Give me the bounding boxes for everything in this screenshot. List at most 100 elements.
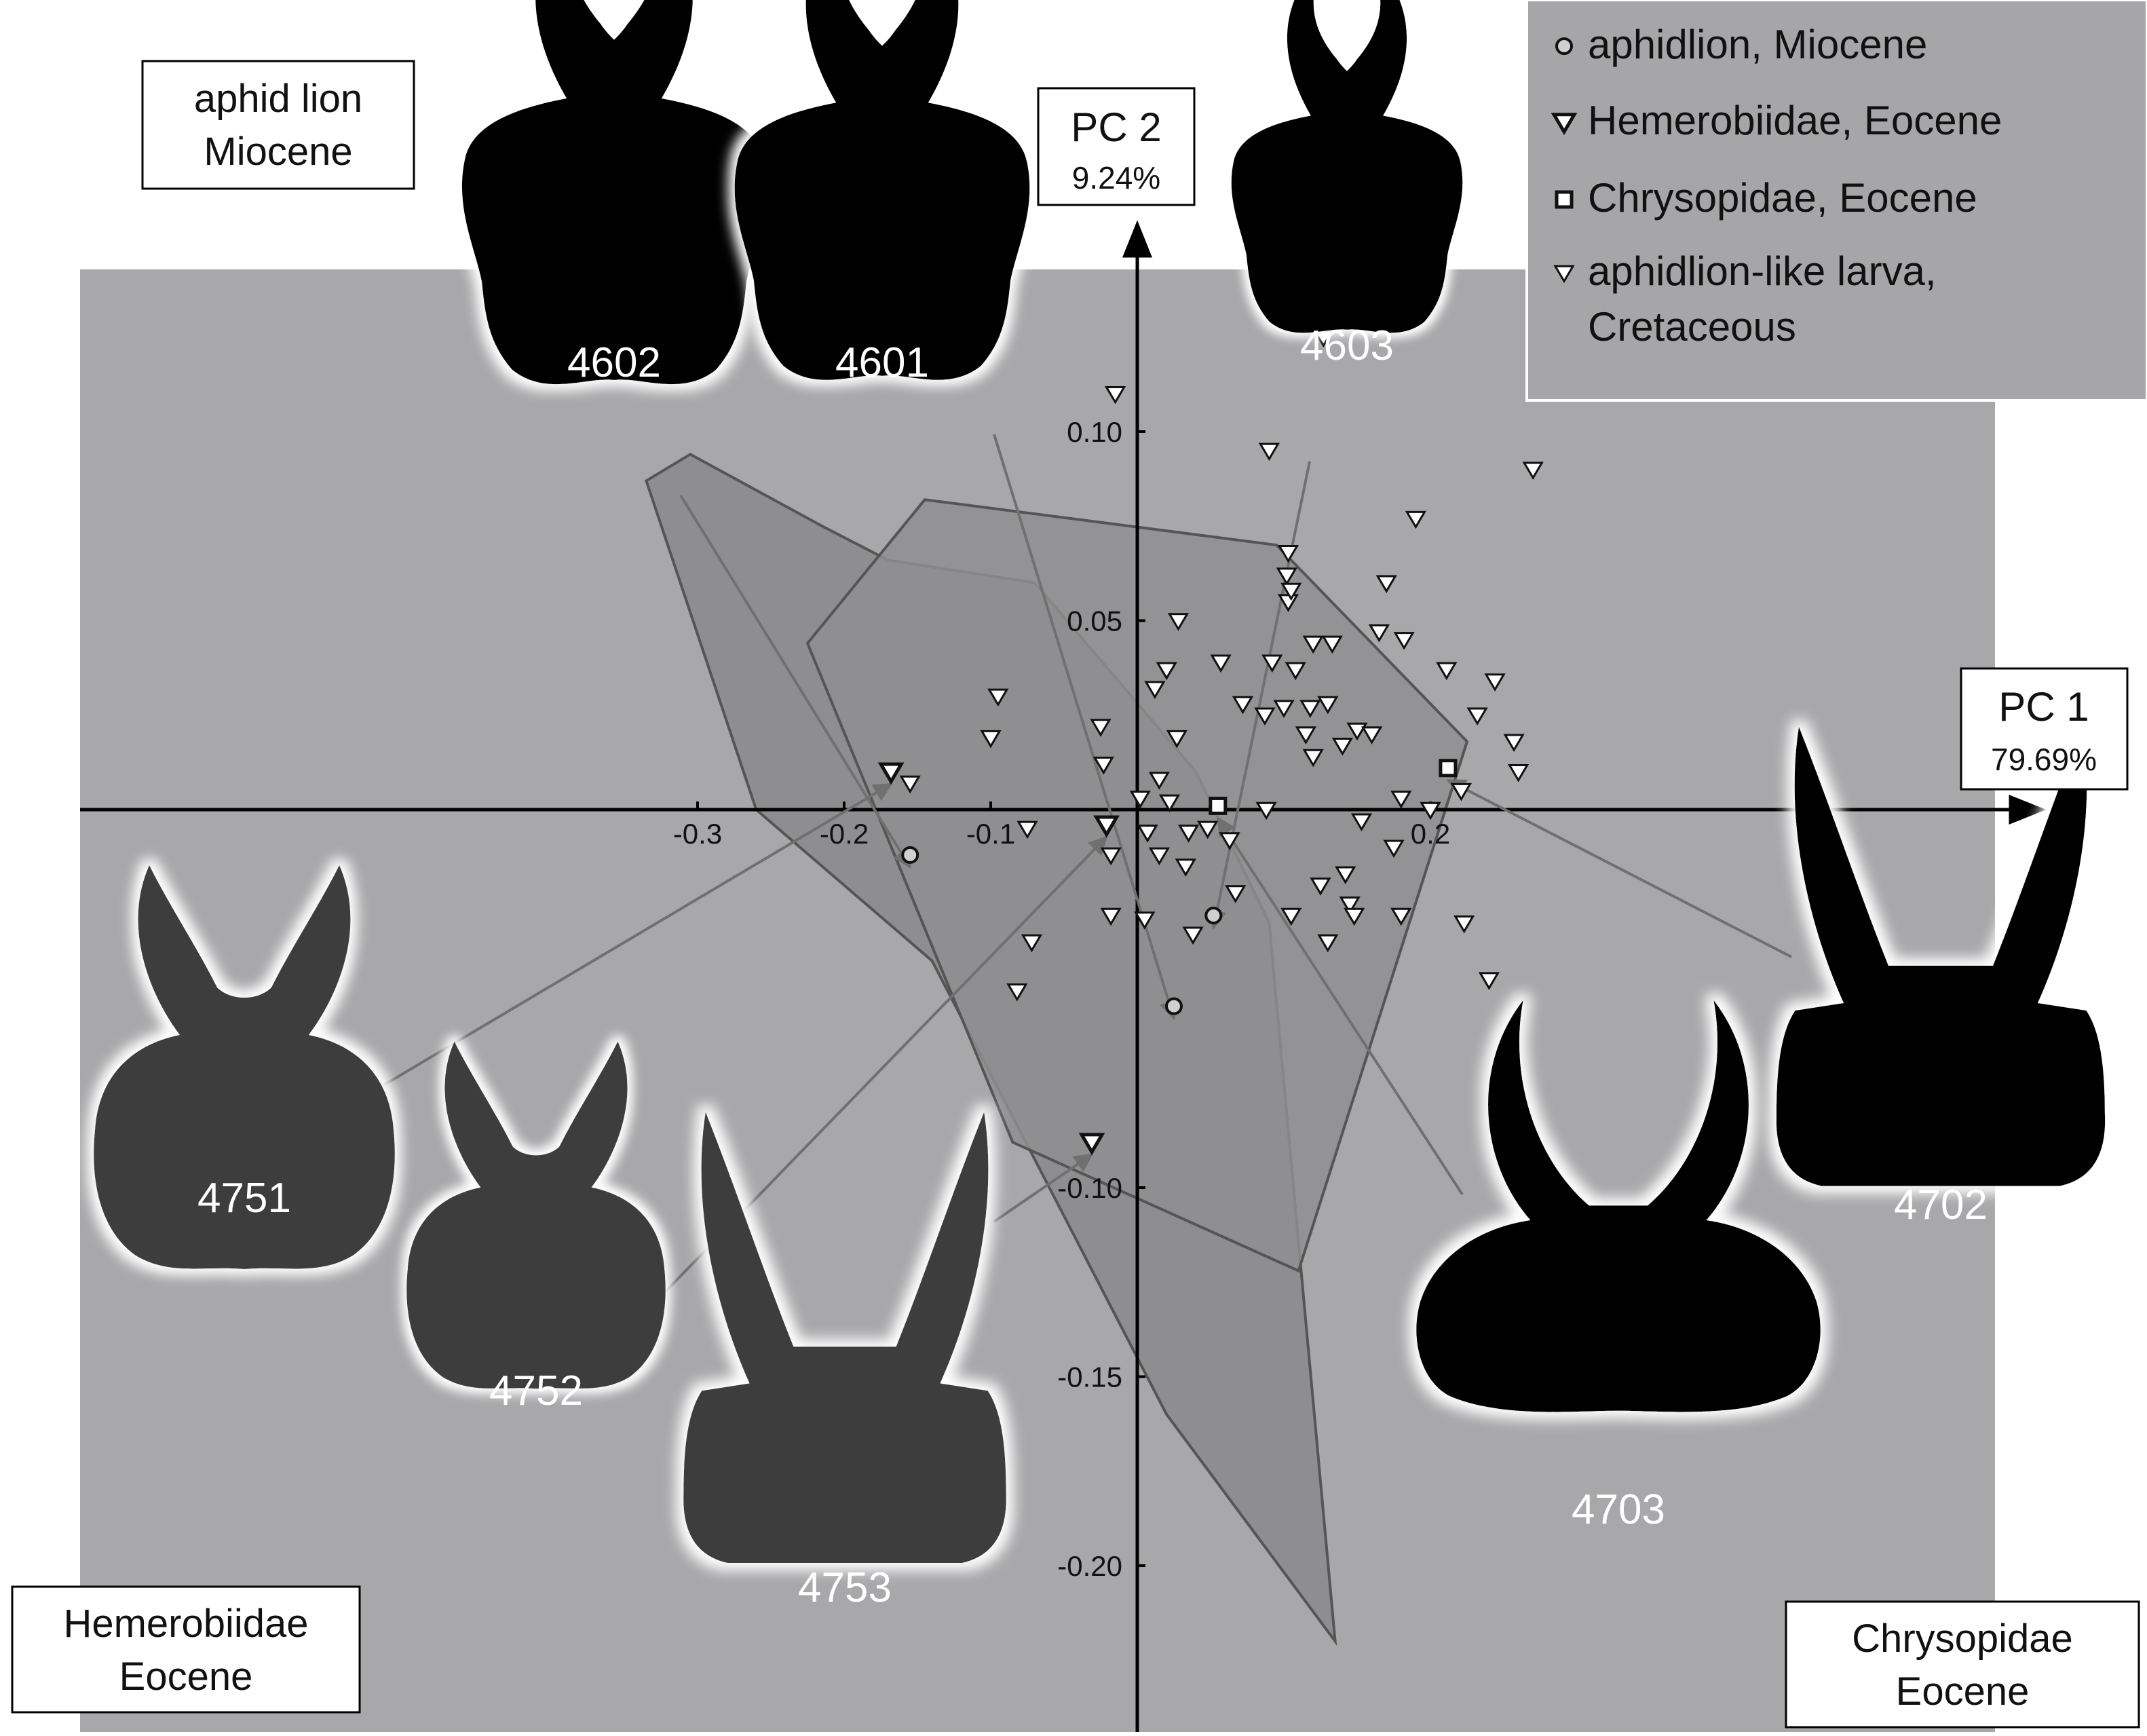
data-point	[1503, 734, 1525, 753]
data-point	[1255, 801, 1277, 820]
data-point	[1346, 722, 1368, 741]
annotation-chrysopidae-line1: Chrysopidae	[1852, 1617, 2073, 1661]
data-point	[1219, 832, 1240, 850]
data-point	[1339, 897, 1361, 915]
head-4602: 4602	[461, 0, 767, 386]
data-point	[1466, 707, 1488, 726]
data-point	[1439, 759, 1458, 778]
data-point	[1277, 544, 1299, 563]
specimen-4602-arrow	[679, 494, 911, 869]
y-tick-label: -0.10	[1057, 1172, 1122, 1204]
data-point	[1134, 911, 1156, 930]
data-point	[1177, 825, 1200, 843]
legend-marker	[1555, 37, 1573, 55]
data-point	[1090, 719, 1112, 737]
head-4601: 4601	[734, 0, 1030, 386]
data-point	[1317, 934, 1339, 953]
data-point	[1148, 772, 1171, 790]
data-point	[987, 688, 1009, 707]
head-4753-label: 4753	[798, 1564, 892, 1611]
annotation-miocene-line2: Miocene	[204, 130, 352, 174]
head-4751-label: 4751	[197, 1175, 291, 1222]
annotation-chrysopidae-box	[1785, 1600, 2140, 1729]
head-4703-silhouette	[1416, 1000, 1821, 1412]
data-point	[1390, 791, 1412, 809]
data-point	[1144, 681, 1166, 700]
data-point	[1148, 847, 1171, 866]
data-point	[1302, 749, 1324, 768]
annotation-miocene-box	[141, 60, 415, 190]
annotation-hemerobiidae-line2: Eocene	[119, 1655, 253, 1699]
x-axis-name: PC 1	[1998, 684, 2089, 730]
head-4601-silhouette	[734, 0, 1030, 380]
data-point	[1344, 907, 1365, 926]
legend-label: aphidlion-like larva,	[1588, 248, 1937, 294]
legend-marker	[1555, 190, 1574, 209]
data-point	[1156, 662, 1177, 681]
axis-labels: PC 2 9.24% PC 1 79.69%	[1037, 87, 2129, 791]
data-point	[1158, 794, 1181, 813]
head-4603: 4603	[1231, 0, 1463, 369]
legend-box	[1525, 0, 2147, 402]
specimen-4702-arrow	[1446, 778, 1792, 958]
head-4751: 4751	[94, 865, 395, 1269]
head-4751-silhouette	[94, 865, 395, 1269]
legend-marker	[1551, 113, 1578, 136]
annotation-miocene-line1: aphid lion	[194, 77, 362, 121]
annotation-hemerobiidae: Hemerobiidae Eocene	[11, 1585, 361, 1714]
data-point	[877, 762, 905, 785]
x-axis-variance: 79.69%	[1991, 742, 2097, 777]
head-4601-label: 4601	[835, 339, 929, 386]
head-4703-label: 4703	[1572, 1486, 1665, 1533]
annotation-chrysopidae: Chrysopidae Eocene	[1785, 1600, 2140, 1729]
head-4702-label: 4702	[1894, 1182, 1988, 1228]
data-point	[1137, 825, 1158, 843]
data-point	[980, 730, 1002, 749]
annotation-hemerobiidae-box	[11, 1585, 361, 1714]
legend-label: Chrysopidae, Eocene	[1588, 175, 1977, 221]
data-point	[1182, 926, 1204, 945]
data-point	[1078, 1133, 1105, 1156]
data-point	[1331, 738, 1354, 756]
data-point	[1129, 791, 1151, 809]
data-point	[1232, 696, 1254, 715]
specimen-4751-arrow	[358, 782, 893, 1101]
data-point	[1285, 662, 1306, 681]
data-point	[1100, 847, 1122, 866]
legend-marker	[1553, 265, 1575, 284]
data-point	[1165, 997, 1183, 1015]
data-point	[1092, 756, 1114, 775]
axes	[80, 220, 2047, 1732]
x-tick-label: -0.3	[673, 818, 722, 850]
data-point	[1375, 575, 1397, 594]
head-4752-label: 4752	[489, 1367, 583, 1414]
data-point	[1321, 635, 1343, 654]
head-silhouettes: 4602 4601 4603 4751 4752 4753 4702 4703	[94, 0, 2106, 1611]
data-point	[1350, 813, 1373, 832]
data-point	[1478, 972, 1500, 990]
head-4752: 4752	[406, 1041, 666, 1414]
head-4753-silhouette	[683, 1112, 1006, 1563]
data-point	[1175, 858, 1196, 877]
x-tick-label: -0.1	[966, 818, 1015, 850]
legend-entry: Hemerobiidae, Eocene	[1551, 98, 2002, 143]
data-point	[899, 775, 921, 794]
data-point	[1280, 582, 1302, 601]
data-point	[1454, 915, 1475, 934]
data-point	[1368, 624, 1390, 643]
specimen-4753-arrow	[993, 1153, 1094, 1223]
data-point	[1273, 700, 1295, 718]
data-point	[1507, 764, 1530, 782]
head-4752-silhouette	[406, 1041, 666, 1389]
data-point	[1166, 730, 1188, 749]
data-point	[1450, 782, 1472, 801]
annotation-hemerobiidae-line1: Hemerobiidae	[63, 1602, 308, 1646]
group-annotations: aphid lion Miocene Hemerobiidae Eocene C…	[11, 60, 2140, 1729]
data-point	[1254, 707, 1276, 726]
head-4702-silhouette	[1776, 727, 2106, 1186]
data-point	[1436, 662, 1458, 681]
data-point	[1310, 878, 1331, 896]
